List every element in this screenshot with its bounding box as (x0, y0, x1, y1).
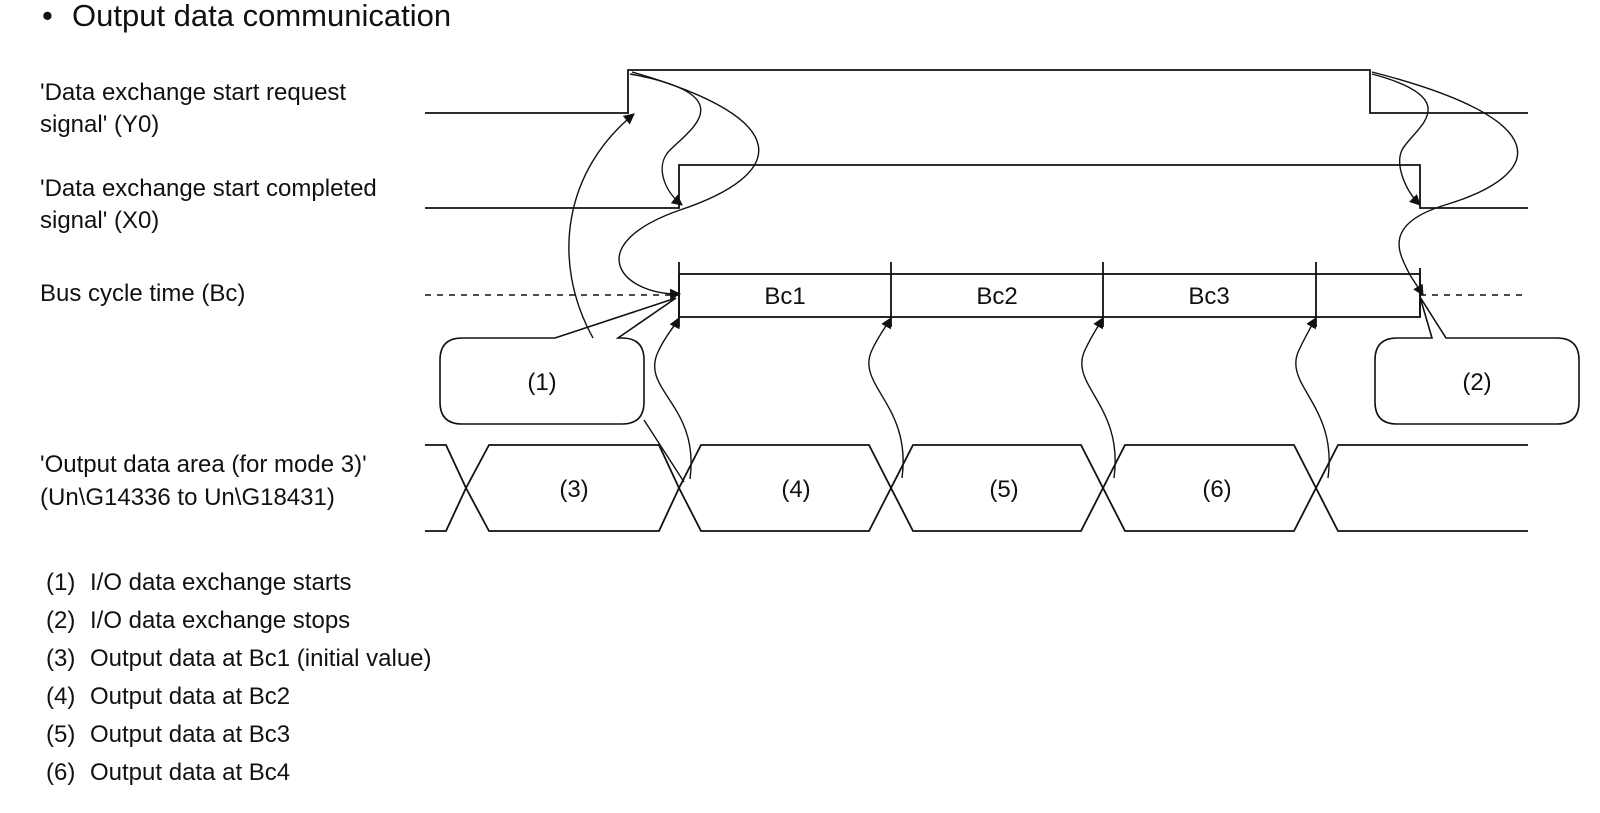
legend-text-4: Output data at Bc2 (90, 683, 290, 710)
legend-text-5: Output data at Bc3 (90, 721, 290, 748)
legend-num-2: (2) (46, 607, 75, 634)
arrow-start-to-y0-rise (568, 113, 635, 339)
legend-text-1: I/O data exchange starts (90, 569, 351, 596)
diagram-title: Output data communication (72, 0, 451, 33)
x0-waveform (425, 164, 1528, 209)
data-slot-4: (4) (781, 476, 810, 503)
x0-label-line1: 'Data exchange start completed (40, 175, 377, 202)
arrow-y0-fall-to-bc-stop (1371, 71, 1519, 296)
bc1-label: Bc1 (764, 283, 805, 310)
y0-waveform (425, 69, 1528, 114)
output-bottom-line (425, 485, 1528, 532)
bc-label: Bus cycle time (Bc) (40, 280, 245, 307)
arrow-data-to-bc2 (868, 317, 904, 479)
bullet-icon: • (42, 0, 53, 33)
legend-num-5: (5) (46, 721, 75, 748)
legend-text-2: I/O data exchange stops (90, 607, 350, 634)
legend-num-6: (6) (46, 759, 75, 786)
data-slot-3: (3) (559, 476, 588, 503)
output-label-line2: (Un\G14336 to Un\G18431) (40, 484, 335, 511)
legend-text-3: Output data at Bc1 (initial value) (90, 645, 432, 672)
bc3-label: Bc3 (1188, 283, 1229, 310)
arrow-slot3-cross (643, 419, 685, 483)
legend-num-4: (4) (46, 683, 75, 710)
arrow-y0-fall-to-x0-fall (1371, 73, 1429, 206)
callout-2-label: (2) (1462, 369, 1491, 396)
arrow-y0-rise-to-bc-start (618, 71, 760, 300)
y0-label-line1: 'Data exchange start request (40, 79, 346, 106)
legend-num-1: (1) (46, 569, 75, 596)
output-label-line1: 'Output data area (for mode 3)' (40, 451, 367, 478)
bc2-label: Bc2 (976, 283, 1017, 310)
callout-1-label: (1) (527, 369, 556, 396)
callout-2-box (1374, 296, 1580, 425)
legend-num-3: (3) (46, 645, 75, 672)
arrow-data-to-bc4 (1295, 317, 1330, 479)
legend-text-6: Output data at Bc4 (90, 759, 290, 786)
output-top-line (425, 444, 1528, 491)
arrow-data-to-bc3 (1081, 317, 1116, 479)
legend: (1) I/O data exchange starts (2) I/O dat… (46, 569, 432, 786)
arrow-data-to-bc1 (653, 317, 692, 480)
data-slot-6: (6) (1202, 476, 1231, 503)
x0-label-line2: signal' (X0) (40, 207, 159, 234)
data-slot-5: (5) (989, 476, 1018, 503)
arrow-y0-rise-to-x0-rise (629, 73, 702, 206)
callout-1-box (439, 297, 677, 425)
y0-label-line2: signal' (Y0) (40, 111, 159, 138)
